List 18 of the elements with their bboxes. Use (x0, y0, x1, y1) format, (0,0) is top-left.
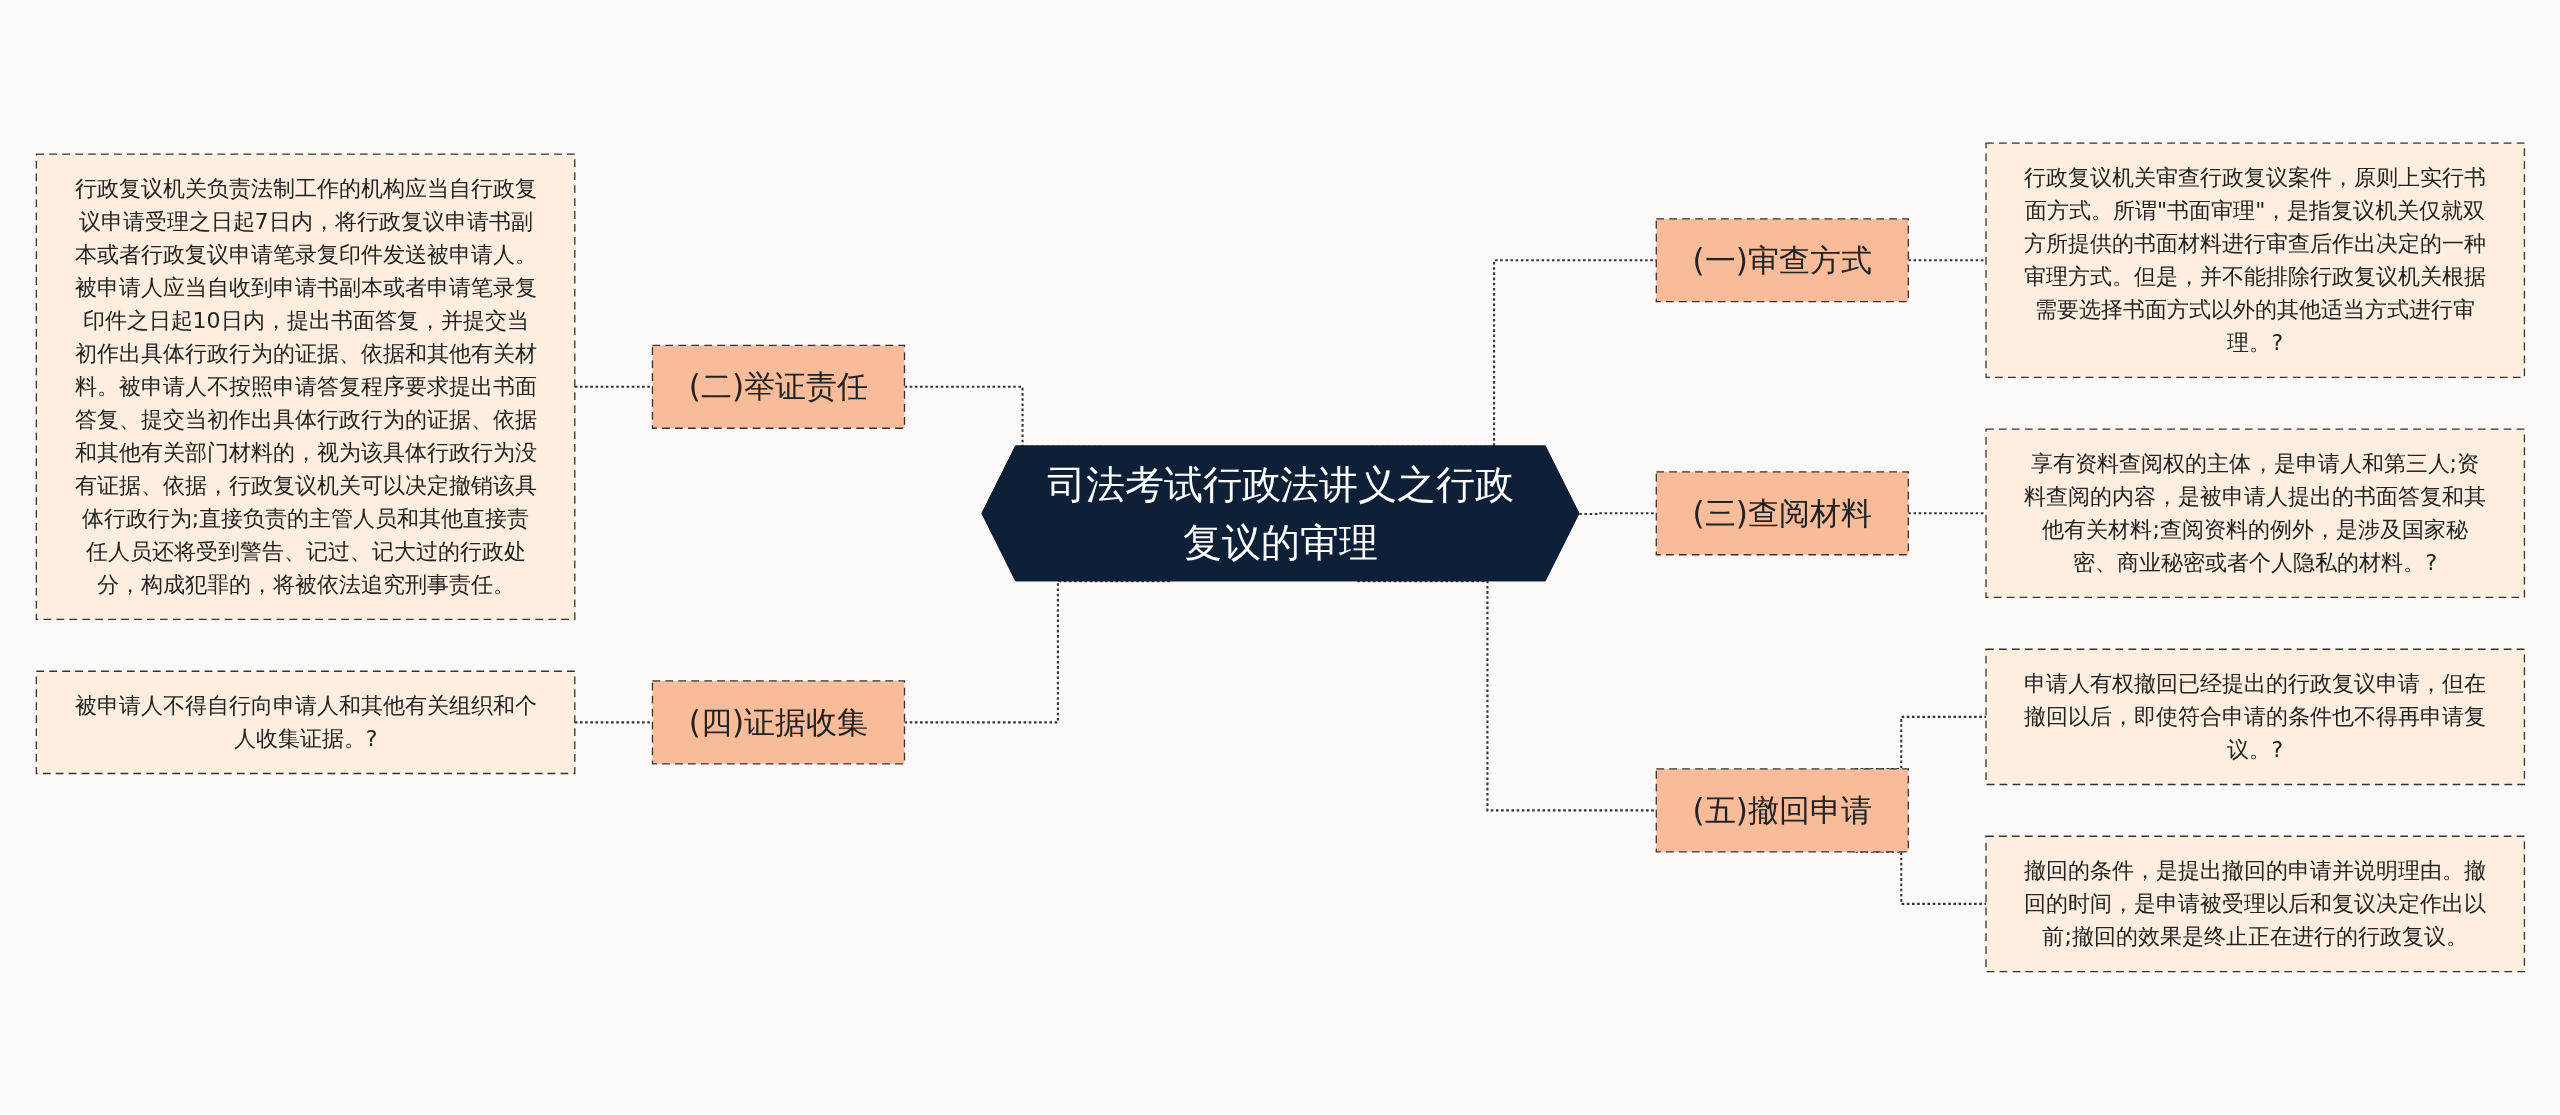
connector (904, 580, 1173, 724)
node-box: 撤回的条件，是提出撤回的申请并说明理由。撤回的时间，是申请被受理以后和复议决定作出以前;撤回的效果是终止正在进行的行政复议。 (1984, 835, 2525, 973)
node-box: (二)举证责任 (651, 344, 905, 430)
node-box: (五)撤回申请 (1655, 768, 1909, 853)
connector (1357, 580, 1656, 812)
node-box: 被申请人不得自行向申请人和其他有关组织和个人收集证据。? (35, 670, 576, 775)
connector (1907, 512, 1986, 515)
node-box: (三)查阅材料 (1655, 471, 1909, 556)
connector (574, 385, 653, 388)
connector (1578, 512, 1656, 516)
node-box: 申请人有权撤回已经提出的行政复议申请，但在撤回以后，即使符合申请的条件也不得再申请复议。? (1984, 648, 2525, 786)
node-box: 行政复议机关审查行政复议案件，原则上实行书面方式。所谓"书面审理"，是指复议机关仅就双方所提供的书面材料进行审查后作出决定的一种审理方式。但是，并不能排除行政复议机关根据需要选择书面方式以外的其他适当方式进行审理。? (1984, 142, 2525, 379)
node-box: 行政复议机关负责法制工作的机构应当自行政复议申请受理之日起7日内，将行政复议申请书副本或者行政复议申请笔录复印件发送被申请人。被申请人应当自收到申请书副本或者申请笔录复印件之日起10日内，提出书面答复，并提交当初作出具体行政行为的证据、依据和其他有关材料。被申请人不按照申请答复程序要求提出书面答复、提交当初作出具体行政行为的证据、依据和其他有关部门材料的，视为该具体行政行为没有证据、依据，行政复议机关可以决定撤销该具体行政行为;直接负责的主管人员和其他直接责任人员还将受到警告、记过、记大过的行政处分，构成犯罪的，将被依法追究刑事责任。 (35, 153, 576, 621)
node-box: 享有资料查阅权的主体，是申请人和第三人;资料查阅的内容，是被申请人提出的书面答复和其他有关材料;查阅资料的例外，是涉及国家秘密、商业秘密或者个人隐私的材料。? (1984, 428, 2525, 599)
node-box: (四)证据收集 (651, 680, 905, 765)
connector (574, 721, 653, 724)
node-box: (一)审查方式 (1655, 218, 1909, 303)
connector (1907, 259, 1986, 262)
